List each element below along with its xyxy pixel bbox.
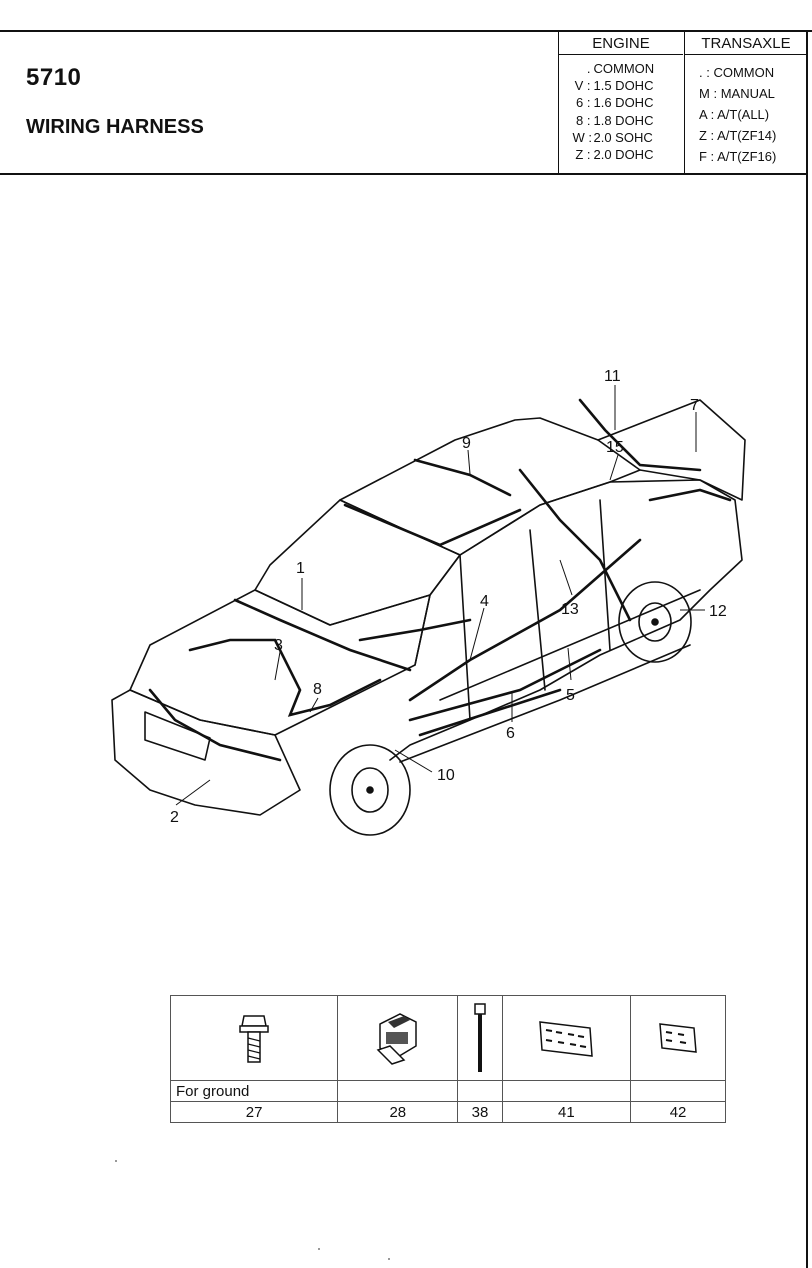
part-cell xyxy=(169,995,339,1081)
scan-speck xyxy=(318,1248,320,1250)
header-bottom-rule xyxy=(0,173,808,175)
part-cell xyxy=(501,995,632,1081)
part-number: 41 xyxy=(501,1101,632,1123)
callout-label: 13 xyxy=(561,601,579,618)
callout-label: 4 xyxy=(480,593,489,610)
car-wheels xyxy=(329,581,692,836)
callout-label: 12 xyxy=(709,603,727,620)
part-note: For ground xyxy=(169,1080,339,1102)
scan-speck xyxy=(388,1258,390,1260)
callout-label: 6 xyxy=(506,725,515,742)
parts-table: For ground 27 28 38 41 42 xyxy=(169,995,726,1123)
transaxle-row: . : COMMON xyxy=(699,65,775,80)
transaxle-row: M : MANUAL xyxy=(699,86,775,101)
callout-label: 9 xyxy=(462,435,471,452)
parts-number-row: 27 28 38 41 42 xyxy=(169,1101,726,1123)
wiring-harness-routes xyxy=(148,398,732,762)
callout-leaders xyxy=(175,385,705,806)
transaxle-heading: TRANSAXLE xyxy=(685,32,807,55)
transaxle-row: A : A/T(ALL) xyxy=(699,107,770,122)
engine-row: Z :2.0 DOHC xyxy=(575,147,654,163)
engine-row: .COMMON xyxy=(586,61,655,76)
section-title: WIRING HARNESS xyxy=(26,116,204,138)
engine-heading: ENGINE xyxy=(559,32,683,55)
callout-labels: 1 2 3 4 5 6 7 8 9 10 11 12 13 15 xyxy=(170,368,727,826)
fuse-block-small-icon xyxy=(659,1023,697,1053)
part-note xyxy=(630,1080,726,1102)
callout-label: 2 xyxy=(170,809,179,826)
engine-spec-table: ENGINE .COMMON V :1.5 DOHC 6 :1.6 DOHC 8… xyxy=(558,32,683,173)
callout-label: 7 xyxy=(690,397,699,414)
part-number: 27 xyxy=(169,1101,339,1123)
engine-row: V :1.5 DOHC xyxy=(574,78,654,94)
callout-label: 15 xyxy=(606,439,624,456)
callout-label: 5 xyxy=(566,687,575,704)
callout-label: 10 xyxy=(437,767,455,784)
part-note xyxy=(457,1080,503,1102)
scan-speck xyxy=(115,1160,117,1162)
frame-top-rule xyxy=(0,30,812,32)
part-cell xyxy=(630,995,726,1081)
transaxle-spec-table: TRANSAXLE . : COMMON M : MANUAL A : A/T(… xyxy=(684,32,807,173)
part-note xyxy=(501,1080,632,1102)
ground-bolt-icon xyxy=(239,1015,269,1063)
part-cell xyxy=(457,995,503,1081)
transaxle-row: Z : A/T(ZF14) xyxy=(699,128,777,143)
part-number: 28 xyxy=(337,1101,459,1123)
fuse-block-large-icon xyxy=(539,1021,594,1057)
callout-label: 3 xyxy=(274,637,283,654)
engine-row: W :2.0 SOHC xyxy=(572,129,653,145)
parts-note-row: For ground xyxy=(169,1080,726,1102)
connector-clip-icon xyxy=(376,1013,417,1065)
car-body-outline xyxy=(111,399,746,816)
frame-right-rule xyxy=(806,30,808,1268)
part-note xyxy=(337,1080,459,1102)
engine-row: 6 :1.6 DOHC xyxy=(576,95,654,111)
car-wiring-diagram: 1 2 3 4 5 6 7 8 9 10 11 12 13 15 xyxy=(111,368,746,836)
parts-icon-row xyxy=(169,995,726,1081)
part-number: 42 xyxy=(630,1101,726,1123)
engine-row: 8 :1.8 DOHC xyxy=(576,112,654,128)
callout-label: 11 xyxy=(604,368,621,385)
callout-label: 8 xyxy=(313,681,322,698)
cable-tie-icon xyxy=(474,1003,486,1072)
section-code: 5710 xyxy=(26,64,82,91)
part-number: 38 xyxy=(457,1101,503,1123)
transaxle-row: F : A/T(ZF16) xyxy=(699,149,777,164)
callout-label: 1 xyxy=(296,560,305,577)
part-cell xyxy=(337,995,459,1081)
